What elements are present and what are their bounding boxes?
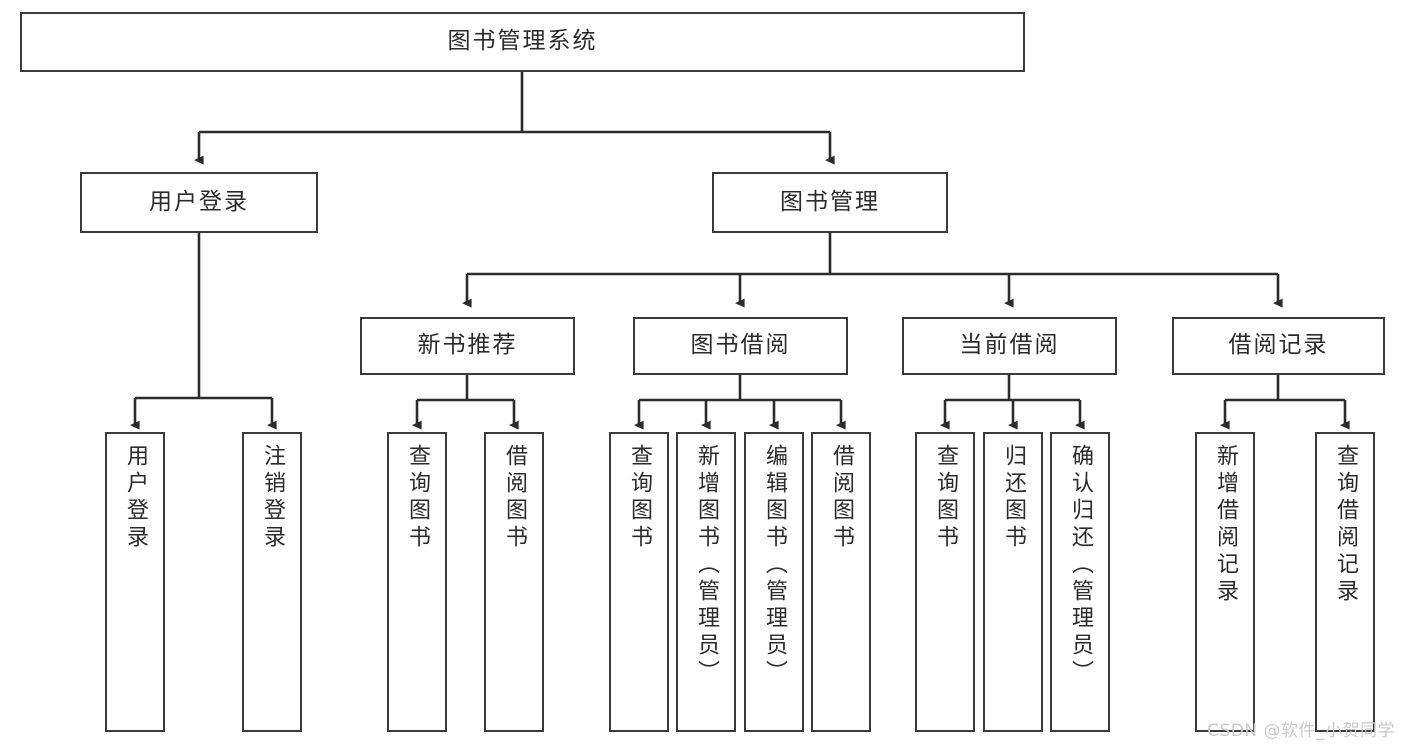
leaf-add-borrow-record[interactable]: 新增借阅记录 xyxy=(1195,432,1255,732)
leaf-user-login[interactable]: 用户登录 xyxy=(105,432,165,732)
node-label: 用户登录 xyxy=(149,188,249,215)
node-label: 用户登录 xyxy=(123,444,148,552)
node-label: 借阅图书 xyxy=(829,444,854,552)
node-root-system[interactable]: 图书管理系统 xyxy=(20,12,1025,72)
leaf-return-book[interactable]: 归还图书 xyxy=(983,432,1043,732)
node-book-management[interactable]: 图书管理 xyxy=(712,172,948,233)
node-current-borrow[interactable]: 当前借阅 xyxy=(902,317,1117,375)
watermark-text: CSDN @软件_小贺同学 xyxy=(1207,721,1395,741)
leaf-add-book[interactable]: 新增图书（管理员） xyxy=(676,432,736,732)
leaf-borrow-book[interactable]: 借阅图书 xyxy=(811,432,871,732)
node-book-borrow[interactable]: 图书借阅 xyxy=(633,317,848,375)
node-label: 确认归还（管理员） xyxy=(1068,444,1093,687)
node-borrow-record[interactable]: 借阅记录 xyxy=(1172,317,1385,375)
node-label: 借阅记录 xyxy=(1228,332,1329,359)
node-label: 借阅图书 xyxy=(502,444,527,552)
leaf-query-book-borrow[interactable]: 查询图书 xyxy=(609,432,669,732)
leaf-confirm-return[interactable]: 确认归还（管理员） xyxy=(1050,432,1110,732)
node-label: 查询图书 xyxy=(933,444,958,552)
node-label: 查询借阅记录 xyxy=(1333,444,1358,606)
leaf-logout[interactable]: 注销登录 xyxy=(242,432,302,732)
node-user-login[interactable]: 用户登录 xyxy=(80,172,318,233)
leaf-edit-book[interactable]: 编辑图书（管理员） xyxy=(744,432,804,732)
node-label: 新书推荐 xyxy=(417,332,518,359)
node-label: 图书管理 xyxy=(780,188,880,215)
node-label: 图书管理系统 xyxy=(447,28,598,55)
leaf-query-book-recommend[interactable]: 查询图书 xyxy=(387,432,447,732)
leaf-query-borrow-record[interactable]: 查询借阅记录 xyxy=(1315,432,1375,732)
node-label: 编辑图书（管理员） xyxy=(762,444,787,687)
leaf-borrow-book-recommend[interactable]: 借阅图书 xyxy=(484,432,544,732)
node-label: 新增图书（管理员） xyxy=(694,444,719,687)
leaf-query-book-current[interactable]: 查询图书 xyxy=(915,432,975,732)
node-label: 当前借阅 xyxy=(959,332,1060,359)
node-label: 新增借阅记录 xyxy=(1213,444,1238,606)
node-label: 查询图书 xyxy=(405,444,430,552)
node-label: 归还图书 xyxy=(1001,444,1026,552)
node-label: 查询图书 xyxy=(627,444,652,552)
node-new-book-recommend[interactable]: 新书推荐 xyxy=(360,317,575,375)
node-label: 注销登录 xyxy=(260,444,285,552)
node-label: 图书借阅 xyxy=(690,332,791,359)
